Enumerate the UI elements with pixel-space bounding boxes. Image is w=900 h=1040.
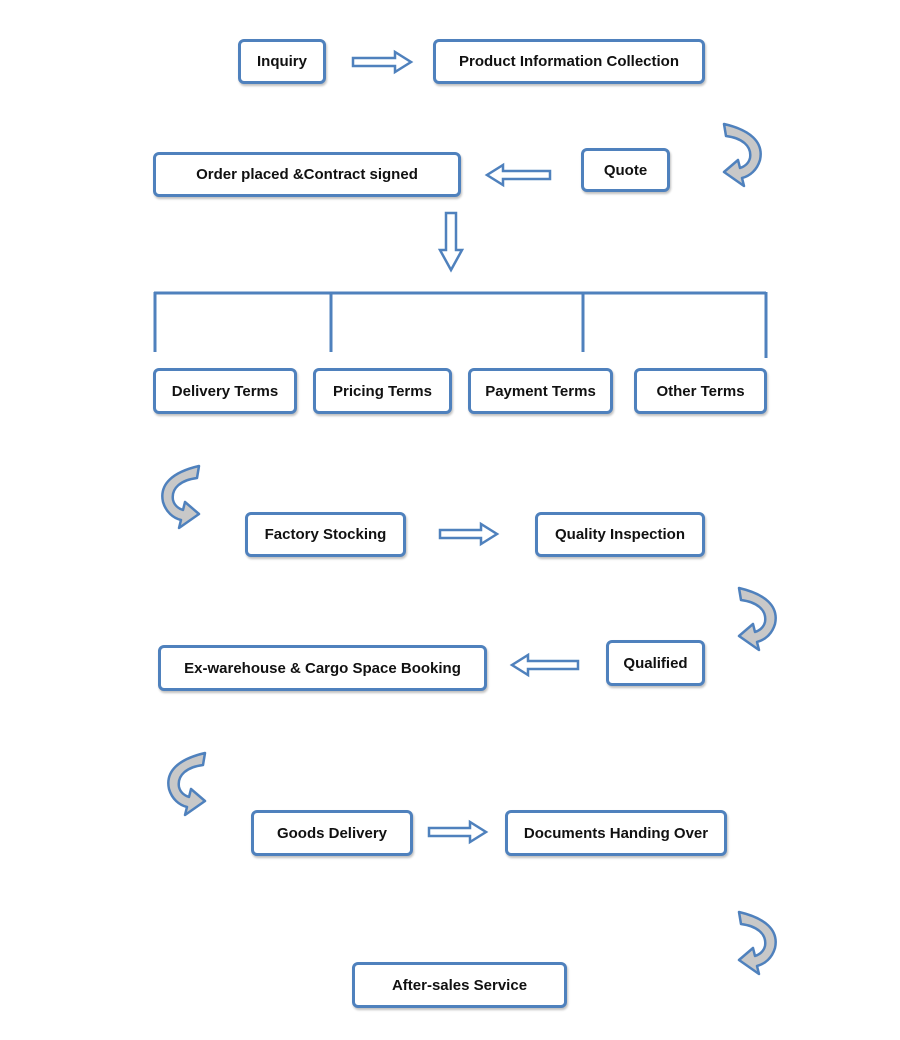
block-arrow-left-icon: [484, 162, 552, 188]
step-qualified: Qualified: [606, 640, 705, 686]
step-product-info: Product Information Collection: [433, 39, 705, 84]
step-quality-inspection: Quality Inspection: [535, 512, 705, 557]
step-payment-terms: Payment Terms: [468, 368, 613, 414]
step-inquiry: Inquiry: [238, 39, 326, 84]
step-other-terms: Other Terms: [634, 368, 767, 414]
curved-arrow-icon: [737, 910, 777, 976]
terms-bracket: [153, 291, 768, 358]
step-goods-delivery: Goods Delivery: [251, 810, 413, 856]
step-order: Order placed &Contract signed: [153, 152, 461, 197]
block-arrow-right-icon: [427, 819, 489, 845]
block-arrow-left-icon: [509, 652, 580, 678]
step-documents: Documents Handing Over: [505, 810, 727, 856]
step-after-sales: After-sales Service: [352, 962, 567, 1008]
block-arrow-down-icon: [437, 211, 465, 273]
block-arrow-right-icon: [438, 521, 500, 547]
curved-arrow-icon: [167, 751, 207, 817]
step-delivery-terms: Delivery Terms: [153, 368, 297, 414]
curved-arrow-icon: [161, 464, 201, 530]
curved-arrow-icon: [722, 122, 762, 188]
step-factory-stocking: Factory Stocking: [245, 512, 406, 557]
step-ex-warehouse: Ex-warehouse & Cargo Space Booking: [158, 645, 487, 691]
step-pricing-terms: Pricing Terms: [313, 368, 452, 414]
curved-arrow-icon: [737, 586, 777, 652]
step-quote: Quote: [581, 148, 670, 192]
block-arrow-right-icon: [351, 49, 414, 75]
